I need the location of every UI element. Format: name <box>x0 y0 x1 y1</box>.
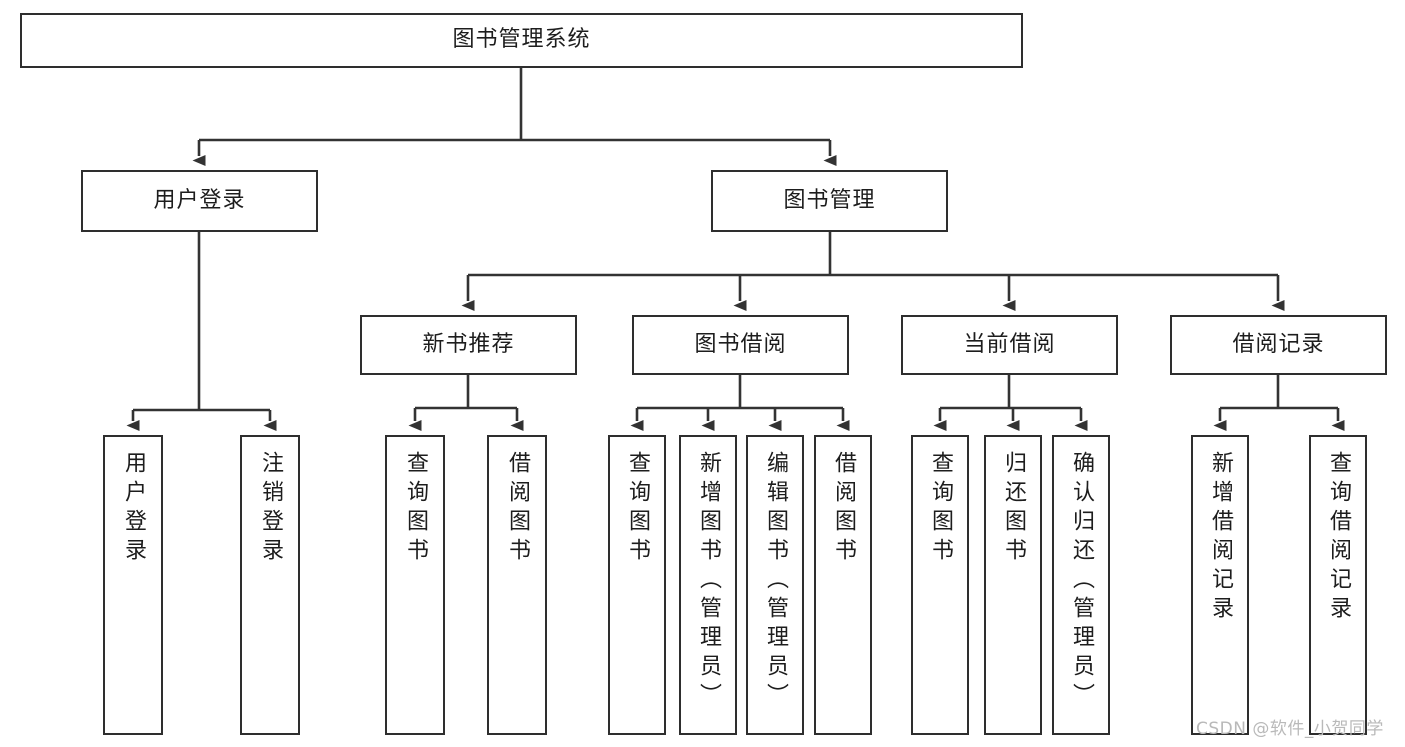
node-book-borrow[interactable]: 图书借阅 <box>632 315 849 375</box>
edges-user-login <box>126 232 277 431</box>
node-leaf-borrow-book-2[interactable]: 借阅图书 <box>814 435 872 735</box>
node-leaf-query-book-2[interactable]: 查询图书 <box>608 435 666 735</box>
node-leaf-query-book-3[interactable]: 查询图书 <box>911 435 969 735</box>
node-new-book-rec-label: 新书推荐 <box>422 331 515 357</box>
edges-current-borrow <box>933 375 1088 431</box>
edges-new-book-rec <box>408 375 524 431</box>
node-leaf-query-record-label: 查询借阅记录 <box>1326 451 1351 625</box>
node-leaf-add-book-label: 新增图书（管理员） <box>696 451 721 712</box>
node-leaf-borrow-book-2-label: 借阅图书 <box>831 451 856 567</box>
node-leaf-query-book-1[interactable]: 查询图书 <box>385 435 445 735</box>
node-leaf-user-login[interactable]: 用户登录 <box>103 435 163 735</box>
node-leaf-add-record-label: 新增借阅记录 <box>1208 451 1233 625</box>
node-leaf-add-book[interactable]: 新增图书（管理员） <box>679 435 737 735</box>
node-book-manage-label: 图书管理 <box>783 187 876 213</box>
csdn-watermark: CSDN @软件_小贺同学 <box>1196 719 1384 739</box>
edges-borrow-record <box>1213 375 1345 431</box>
node-borrow-record-label: 借阅记录 <box>1232 331 1325 357</box>
node-leaf-user-logout-label: 注销登录 <box>258 451 283 567</box>
node-new-book-rec[interactable]: 新书推荐 <box>360 315 577 375</box>
node-book-borrow-label: 图书借阅 <box>694 331 787 357</box>
edges-root <box>192 68 837 166</box>
node-leaf-query-book-2-label: 查询图书 <box>625 451 650 567</box>
node-leaf-user-logout[interactable]: 注销登录 <box>240 435 300 735</box>
node-leaf-query-record[interactable]: 查询借阅记录 <box>1309 435 1367 735</box>
node-leaf-confirm-return-label: 确认归还（管理员） <box>1069 451 1094 712</box>
edges-book-manage <box>461 232 1285 311</box>
node-leaf-borrow-book-1-label: 借阅图书 <box>505 451 530 567</box>
node-leaf-edit-book-label: 编辑图书（管理员） <box>763 451 788 712</box>
node-current-borrow-label: 当前借阅 <box>963 331 1056 357</box>
node-leaf-return-book-label: 归还图书 <box>1001 451 1026 567</box>
node-leaf-user-login-label: 用户登录 <box>121 451 146 567</box>
edges-book-borrow <box>630 375 850 431</box>
node-leaf-query-book-1-label: 查询图书 <box>403 451 428 567</box>
node-leaf-confirm-return[interactable]: 确认归还（管理员） <box>1052 435 1110 735</box>
node-book-manage[interactable]: 图书管理 <box>711 170 948 232</box>
node-current-borrow[interactable]: 当前借阅 <box>901 315 1118 375</box>
node-leaf-borrow-book-1[interactable]: 借阅图书 <box>487 435 547 735</box>
node-leaf-query-book-3-label: 查询图书 <box>928 451 953 567</box>
node-root[interactable]: 图书管理系统 <box>20 13 1023 68</box>
node-leaf-return-book[interactable]: 归还图书 <box>984 435 1042 735</box>
node-borrow-record[interactable]: 借阅记录 <box>1170 315 1387 375</box>
node-leaf-edit-book[interactable]: 编辑图书（管理员） <box>746 435 804 735</box>
node-user-login-label: 用户登录 <box>153 187 246 213</box>
node-root-label: 图书管理系统 <box>452 27 591 53</box>
node-user-login[interactable]: 用户登录 <box>81 170 318 232</box>
node-leaf-add-record[interactable]: 新增借阅记录 <box>1191 435 1249 735</box>
